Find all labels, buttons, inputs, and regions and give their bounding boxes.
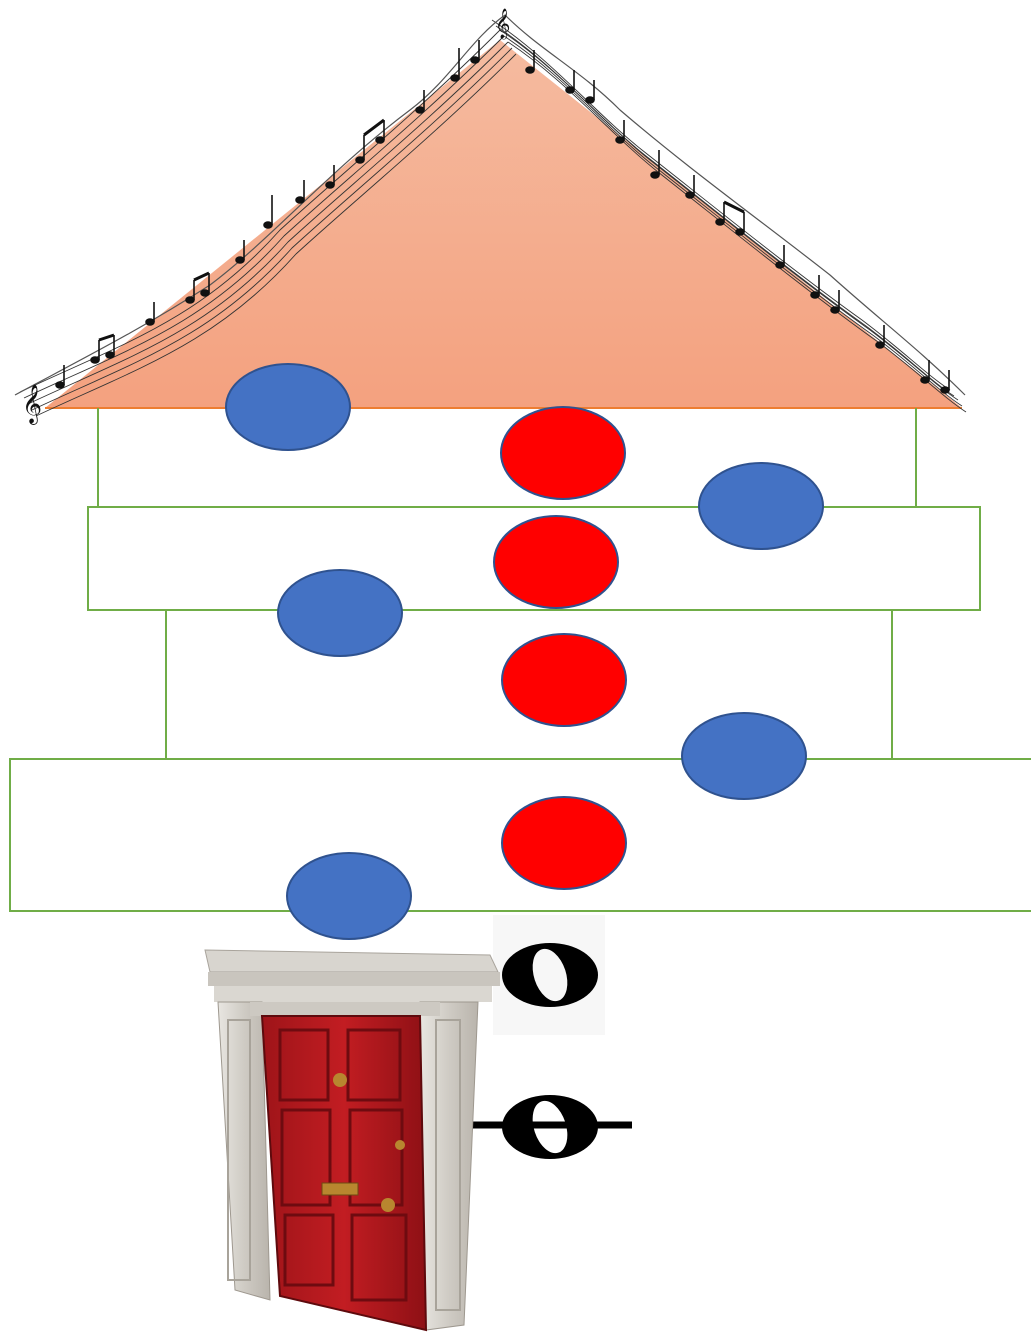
floor-4 (9, 758, 1031, 912)
whole-note-on-ledger-line-icon (470, 1095, 632, 1159)
blue-note (698, 462, 824, 550)
roof-music-notes (55, 40, 950, 394)
roof-swirl-line-right (504, 14, 966, 396)
svg-text:𝄞: 𝄞 (495, 8, 510, 40)
roof (45, 40, 962, 409)
whole-note-icon (493, 915, 605, 1035)
blue-note (225, 363, 351, 451)
red-note (493, 515, 619, 609)
red-notes (493, 406, 627, 890)
roof-triangle (45, 40, 962, 408)
blue-note (286, 852, 412, 940)
treble-clef-icon: 𝄞 (495, 8, 510, 40)
red-door-icon (204, 949, 500, 1332)
floor-2 (87, 506, 981, 611)
blue-notes (225, 363, 824, 940)
house-floors (9, 408, 1031, 912)
treble-clef-icon: 𝄞 (22, 384, 42, 425)
red-note (501, 633, 627, 727)
blue-note (681, 712, 807, 800)
svg-text:𝄞: 𝄞 (22, 384, 42, 425)
roof-swirl-line (14, 14, 506, 396)
red-note (500, 406, 626, 500)
blue-note (277, 569, 403, 657)
red-note (501, 796, 627, 890)
